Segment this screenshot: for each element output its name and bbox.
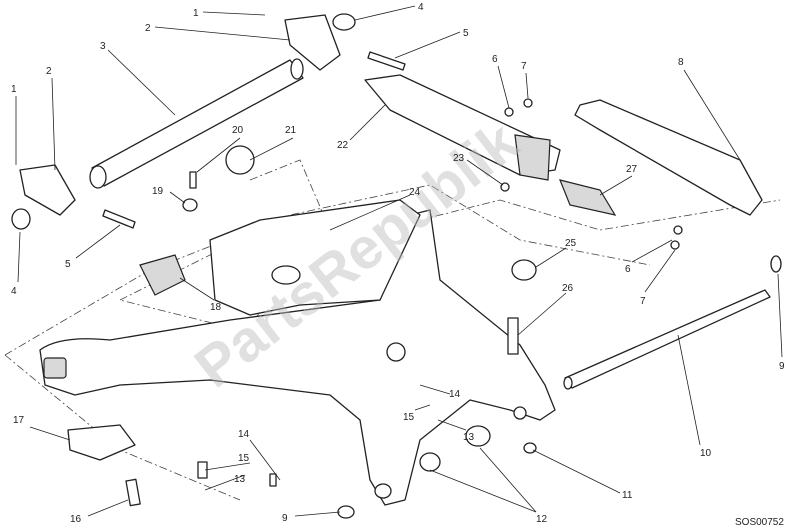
callout-18: 18 xyxy=(210,302,222,313)
callout-9-right: 9 xyxy=(779,361,785,372)
callout-15-left: 15 xyxy=(238,453,250,464)
chain-slider xyxy=(574,99,763,216)
callout-25: 25 xyxy=(565,238,577,249)
leader-lines xyxy=(15,5,783,517)
callout-1: 1 xyxy=(193,8,199,19)
callout-13-right: 13 xyxy=(463,432,475,443)
chain-guard xyxy=(364,74,561,181)
callout-5: 5 xyxy=(463,28,469,39)
callout-4-left: 4 xyxy=(11,286,17,297)
callout-4: 4 xyxy=(418,2,424,13)
callout-7: 7 xyxy=(521,61,527,72)
callout-22: 22 xyxy=(337,140,349,151)
callout-14-right: 14 xyxy=(449,389,461,400)
callout-6: 6 xyxy=(492,54,498,65)
callout-14-left: 14 xyxy=(238,429,250,440)
callout-17: 17 xyxy=(13,415,25,426)
chain-adjusters xyxy=(11,13,406,230)
callout-13-left: 13 xyxy=(234,474,246,485)
small-parts xyxy=(67,98,683,519)
ring-9 xyxy=(770,255,782,273)
callout-9-bottom: 9 xyxy=(282,513,288,524)
callout-2-left: 2 xyxy=(46,66,52,77)
pivot-tube xyxy=(89,58,304,189)
callout-11: 11 xyxy=(622,490,633,501)
callout-12: 12 xyxy=(536,514,548,525)
callout-20: 20 xyxy=(232,125,244,136)
callout-24: 24 xyxy=(409,187,421,198)
callout-1-left: 1 xyxy=(11,84,17,95)
callout-23: 23 xyxy=(453,153,465,164)
callout-2: 2 xyxy=(145,23,151,34)
callout-8: 8 xyxy=(678,57,684,68)
callout-15-right: 15 xyxy=(403,412,415,423)
callout-21: 21 xyxy=(285,125,297,136)
callout-27: 27 xyxy=(626,164,638,175)
swingarm xyxy=(39,199,556,506)
callout-26: 26 xyxy=(562,283,574,294)
callout-10: 10 xyxy=(700,448,712,459)
callout-7-right: 7 xyxy=(640,296,646,307)
drawing-code: SOS00752 xyxy=(735,517,784,528)
rear-axle xyxy=(563,289,771,390)
callout-6-right: 6 xyxy=(625,264,631,275)
label-plate xyxy=(559,179,617,216)
callout-3: 3 xyxy=(100,41,106,52)
callout-19: 19 xyxy=(152,186,164,197)
callout-16: 16 xyxy=(70,514,82,525)
callout-labels: 1 2 3 4 5 6 7 8 1 2 20 21 22 23 27 19 24… xyxy=(11,2,785,525)
callout-5-left: 5 xyxy=(65,259,71,270)
